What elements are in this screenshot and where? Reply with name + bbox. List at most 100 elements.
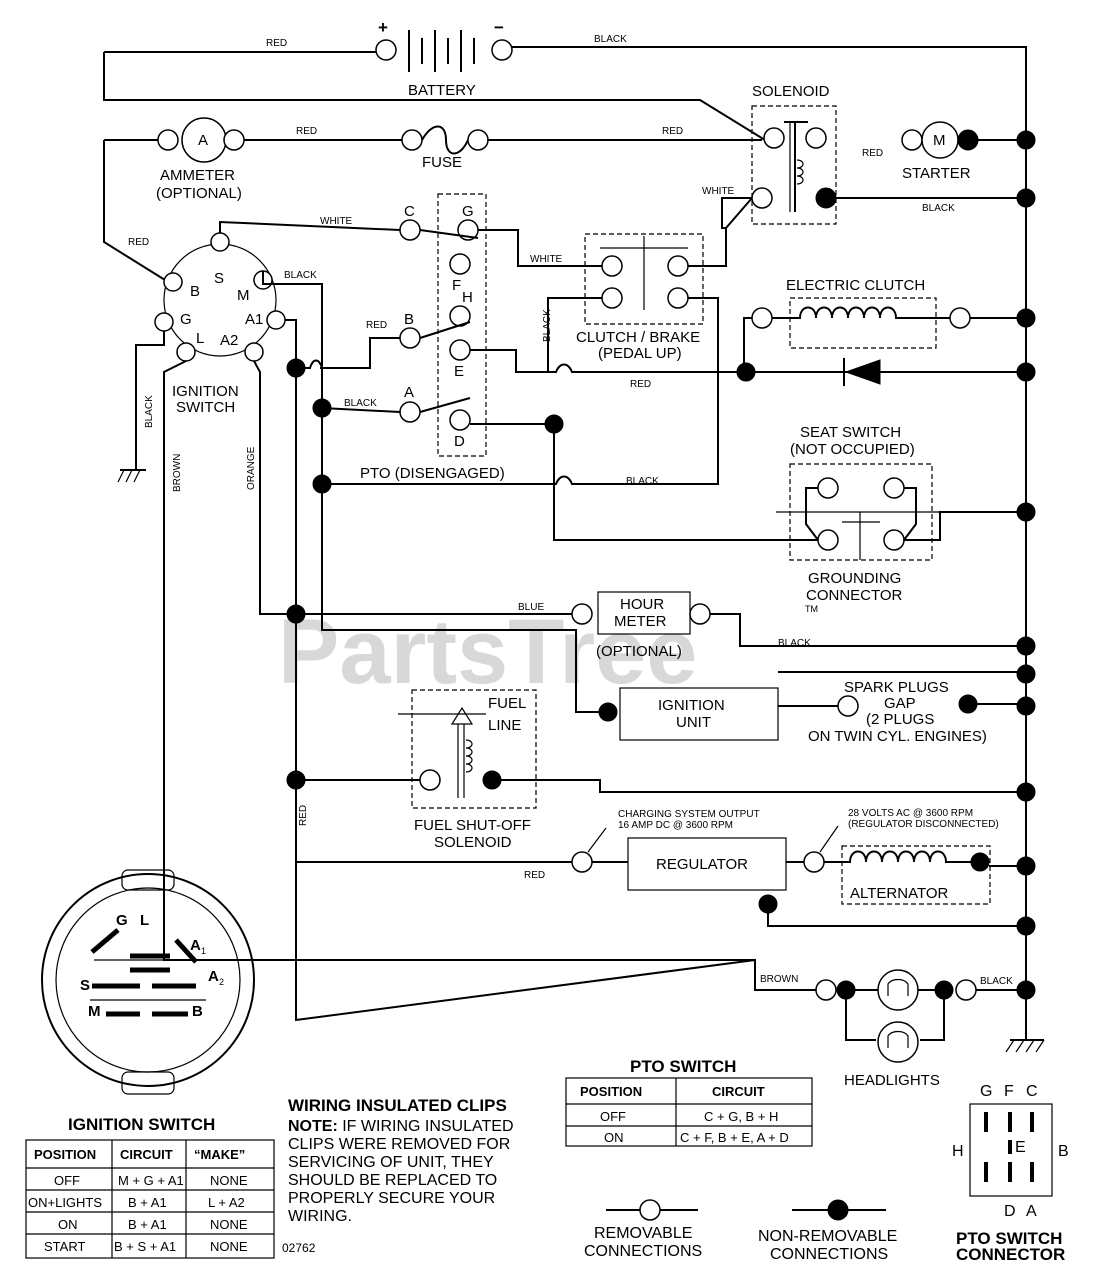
fuel-line-label-1: FUEL [488, 695, 526, 712]
ign-table-header: “MAKE” [194, 1147, 245, 1162]
charging-label-2: 16 AMP DC @ 3600 RPM [618, 820, 733, 831]
clips-note-title: WIRING INSULATED CLIPS [288, 1096, 507, 1115]
pto-switch-table: PTO SWITCH POSITION CIRCUIT OFF C + G, B… [565, 1057, 813, 1147]
conn-g: G [116, 912, 128, 929]
ignition-switch-label-1: IGNITION [172, 383, 239, 400]
ign-table-cell: ON+LIGHTS [28, 1195, 102, 1210]
pto-table-header: POSITION [580, 1084, 642, 1099]
clips-note-line: CLIPS WERE REMOVED FOR [288, 1136, 510, 1153]
pto-terminal-g: G [462, 203, 474, 220]
ign-table-cell: ON [58, 1217, 78, 1232]
ign-terminal-b: B [190, 283, 200, 300]
wire-label-red: RED [298, 805, 309, 826]
ign-table-cell: B + A1 [128, 1217, 167, 1232]
pto-conn-h: H [952, 1143, 964, 1160]
clips-note-line: PROPERLY SECURE YOUR [288, 1190, 495, 1207]
ammeter-label: AMMETER [160, 167, 235, 184]
alternator: ALTERNATOR [824, 845, 1026, 905]
wire-label-black: BLACK [922, 203, 955, 214]
battery-minus: − [494, 18, 504, 37]
clutch-brake-label: CLUTCH / BRAKE [576, 329, 700, 346]
wire-label-red: RED [366, 320, 387, 331]
charging-label-1: CHARGING SYSTEM OUTPUT [618, 809, 760, 820]
ign-table-cell: L + A2 [208, 1195, 245, 1210]
ign-terminal-m: M [237, 287, 250, 304]
wire-label-red: RED [296, 126, 317, 137]
pto-terminal-d: D [454, 433, 465, 450]
pto-conn-a: A [1026, 1203, 1037, 1220]
pto-switch-connector: G F C H E B D A PTO SWITCH CONNECTOR [952, 1083, 1069, 1264]
alternator-label: ALTERNATOR [850, 885, 949, 902]
wire-label-black: BLACK [980, 976, 1013, 987]
ignition-unit-label-1: IGNITION [658, 697, 725, 714]
legend-nonremovable-1: NON-REMOVABLE [758, 1228, 897, 1245]
starter-label: STARTER [902, 165, 971, 182]
conn-a2-sub: 2 [219, 977, 224, 987]
ign-terminal-a1: A1 [245, 311, 263, 328]
ign-table-cell: NONE [210, 1239, 248, 1254]
conn-l: L [140, 912, 149, 929]
fuel-line-label-2: LINE [488, 717, 521, 734]
volts-label-2: (REGULATOR DISCONNECTED) [848, 819, 999, 830]
wire-label-white: WHITE [702, 186, 735, 197]
pto-table-cell: ON [604, 1130, 624, 1145]
ignition-unit-label-2: UNIT [676, 714, 711, 731]
svg-text:NOTE: IF WIRING INSULATED: NOTE: IF WIRING INSULATED [288, 1118, 514, 1135]
ign-terminal-s: S [214, 270, 224, 287]
pto-table-cell: C + F, B + E, A + D [680, 1130, 789, 1145]
wire-label-black: BLACK [594, 34, 627, 45]
pto-conn-title-1: PTO SWITCH [956, 1229, 1062, 1248]
ign-table-cell: B + S + A1 [114, 1239, 176, 1254]
seat-switch: SEAT SWITCH (NOT OCCUPIED) GROUNDING CON… [553, 424, 1026, 604]
conn-a2: A [208, 968, 219, 985]
wire-label-orange: ORANGE [246, 446, 257, 490]
watermark: PartsTree [278, 601, 697, 703]
conn-s: S [80, 977, 90, 994]
clips-note-line: IF WIRING INSULATED [338, 1118, 514, 1135]
ignition-unit: IGNITION UNIT SPARK PLUGS GAP (2 PLUGS O… [321, 484, 1026, 745]
fuel-shutoff-solenoid: FUEL LINE FUEL SHUT-OFF SOLENOID [296, 689, 1026, 851]
wire-label-red: RED [128, 237, 149, 248]
fuel-sol-label-1: FUEL SHUT-OFF [414, 817, 531, 834]
seat-not-occupied: (NOT OCCUPIED) [790, 441, 915, 458]
legend-removable-2: CONNECTIONS [584, 1243, 702, 1260]
wire-label-black: BLACK [542, 309, 553, 342]
ign-table-cell: NONE [210, 1217, 248, 1232]
volts-label-1: 28 VOLTS AC @ 3600 RPM [848, 808, 973, 819]
electric-clutch-label: ELECTRIC CLUTCH [786, 277, 925, 294]
watermark-tm: TM [805, 604, 818, 614]
pto-switch: C G F H B E A D PTO (DISENGAGED) WHITE R… [296, 193, 746, 482]
solenoid-label: SOLENOID [752, 83, 830, 100]
diagram-number: 02762 [282, 1241, 316, 1255]
wire-label-brown: BROWN [172, 454, 183, 492]
spark-label-4: ON TWIN CYL. ENGINES) [808, 728, 987, 745]
ign-table-cell: B + A1 [128, 1195, 167, 1210]
fuse-label: FUSE [422, 154, 462, 171]
battery-plus: + [378, 18, 388, 37]
pto-terminal-e: E [454, 363, 464, 380]
electric-clutch: ELECTRIC CLUTCH [736, 277, 1026, 386]
wire-label-black: BLACK [284, 270, 317, 281]
ammeter: A AMMETER (OPTIONAL) RED [103, 117, 245, 281]
legend-nonremovable-2: CONNECTIONS [770, 1246, 888, 1263]
wire-label-black: BLACK [144, 395, 155, 428]
wire-label-black: BLACK [778, 638, 811, 649]
pto-terminal-c: C [404, 203, 415, 220]
battery-label: BATTERY [408, 82, 476, 99]
hour-meter-label-1: HOUR [620, 596, 664, 613]
pto-conn-title-2: CONNECTOR [956, 1245, 1065, 1264]
wiring-clips-note: WIRING INSULATED CLIPS NOTE: IF WIRING I… [282, 1096, 514, 1255]
wire-junctions [286, 358, 564, 790]
clips-note-line: SHOULD BE REPLACED TO [288, 1172, 497, 1189]
ign-terminal-a2: A2 [220, 332, 238, 349]
starter: M STARTER RED [862, 121, 1026, 182]
wire-label-blue: BLUE [518, 602, 544, 613]
ign-terminal-l: L [196, 330, 204, 347]
grounding-label-1: GROUNDING [808, 570, 901, 587]
clutch-brake-switch: BLACK BLACK CLUTCH / BRAKE (PEDAL UP) [322, 197, 753, 487]
ignition-switch-label-2: SWITCH [176, 399, 235, 416]
ammeter-optional: (OPTIONAL) [156, 185, 242, 202]
ign-table-header: CIRCUIT [120, 1147, 173, 1162]
battery: + − BATTERY RED BLACK [103, 18, 1027, 1040]
